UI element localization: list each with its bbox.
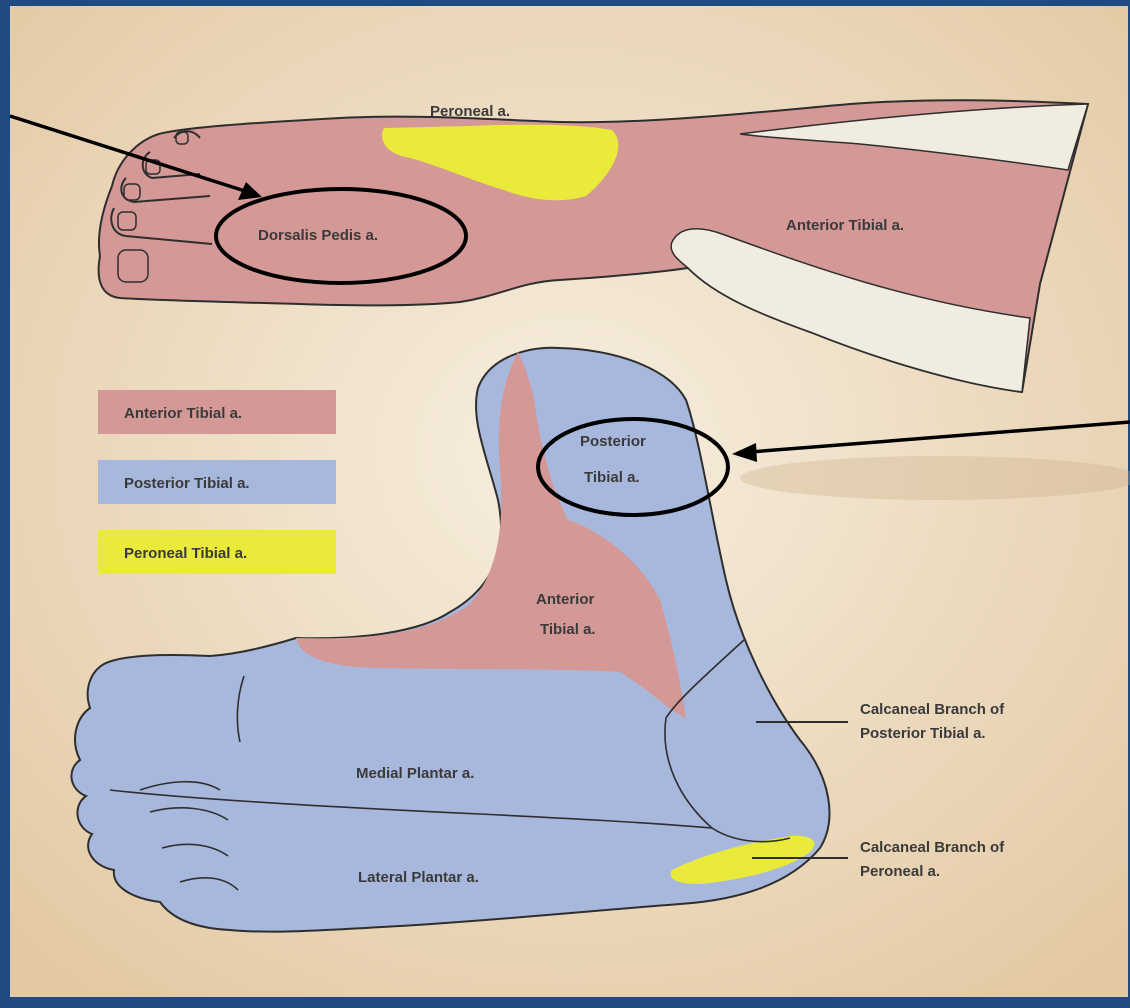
posterior-tibial-label-line2: Tibial a. xyxy=(584,469,640,486)
legend-label-posterior: Posterior Tibial a. xyxy=(124,475,250,492)
peroneal-label: Peroneal a. xyxy=(430,103,510,120)
lateral-plantar-label: Lateral Plantar a. xyxy=(358,869,479,886)
anterior-tibial-plantar-label-line1: Anterior xyxy=(536,591,595,608)
legend-label-peroneal: Peroneal Tibial a. xyxy=(124,545,247,562)
calcaneal-peroneal-label-line2: Peroneal a. xyxy=(860,863,940,880)
dorsalis-pedis-label: Dorsalis Pedis a. xyxy=(258,227,378,244)
legend-label-anterior: Anterior Tibial a. xyxy=(124,405,242,422)
anterior-tibial-plantar-label-line2: Tibial a. xyxy=(540,621,596,638)
calcaneal-posterior-label-line1: Calcaneal Branch of xyxy=(860,701,1005,718)
calcaneal-peroneal-label-line1: Calcaneal Branch of xyxy=(860,839,1005,856)
calcaneal-posterior-label-line2: Posterior Tibial a. xyxy=(860,725,986,742)
legend: Anterior Tibial a. Posterior Tibial a. P… xyxy=(98,390,336,574)
arrow-shadow xyxy=(740,456,1130,500)
anterior-tibial-dorsal-label: Anterior Tibial a. xyxy=(786,217,904,234)
posterior-tibial-label-line1: Posterior xyxy=(580,433,646,450)
medial-plantar-label: Medial Plantar a. xyxy=(356,765,474,782)
